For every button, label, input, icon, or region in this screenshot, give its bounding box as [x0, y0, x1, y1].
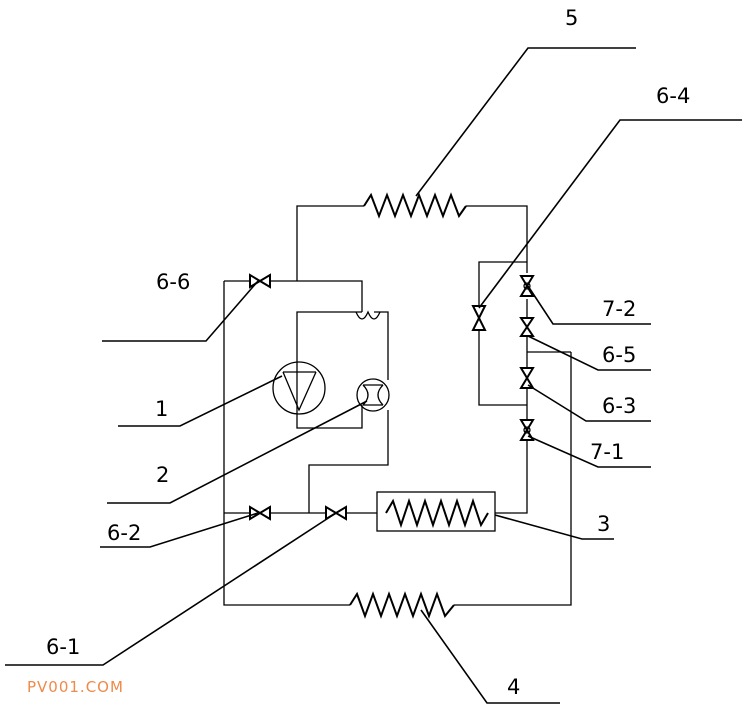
label-6-4: 6-4: [656, 84, 690, 108]
pipe-top: [296, 205, 528, 281]
leader-7-1: [527, 435, 651, 468]
check-valve-7-2-body: [519, 275, 535, 297]
leader-3: [494, 514, 614, 540]
four-way-valve-top: [374, 311, 389, 380]
valve-6-3: [519, 367, 535, 389]
label-6-3: 6-3: [602, 394, 636, 418]
label-4: 4: [507, 675, 520, 699]
valve-6-5: [519, 317, 535, 337]
label-1: 1: [155, 397, 168, 421]
heat-exchanger-3: [376, 491, 496, 532]
check-valve-7-1: [519, 419, 535, 441]
valve-6-6: [249, 273, 271, 289]
valve-6-4-body: [471, 305, 487, 331]
label-3: 3: [597, 512, 610, 536]
leader-7-2: [527, 285, 651, 325]
four-way-valve-bottom: [308, 410, 389, 513]
valve-6-5-body: [519, 317, 535, 337]
valve-6-1-body: [325, 505, 347, 521]
leader-5: [415, 47, 636, 197]
compressor-symbol: [282, 371, 317, 412]
label-7-1: 7-1: [590, 440, 624, 464]
valve-6-3-body: [519, 367, 535, 389]
coil-4: [349, 591, 455, 619]
pipe-mid: [224, 440, 528, 514]
bypass-loop: [478, 261, 527, 406]
pipe-left-outer: [223, 281, 572, 606]
four-way-valve-2: [356, 378, 390, 412]
check-valve-7-1-body: [519, 419, 535, 441]
valve-6-1: [325, 505, 347, 521]
compressor-circle: [272, 361, 326, 415]
leader-6-1: [5, 512, 337, 666]
valve-6-6-body: [249, 273, 271, 289]
compressor-1: [272, 361, 326, 415]
check-valve-7-2-ball: [523, 282, 531, 290]
coil-5-zigzag: [363, 192, 467, 219]
leader-6-5: [527, 335, 651, 371]
valve-6-2: [249, 505, 271, 521]
valve-6-4: [471, 305, 487, 331]
compressor-enclosure: [296, 311, 363, 429]
leader-6-2: [100, 512, 259, 548]
label-6-1: 6-1: [46, 635, 80, 659]
leader-6-6: [102, 280, 259, 342]
label-2: 2: [156, 463, 169, 487]
leader-2: [107, 400, 368, 504]
coil-4-zigzag: [349, 591, 455, 619]
label-6-2: 6-2: [107, 521, 141, 545]
leader-6-4: [478, 119, 742, 309]
label-6-6: 6-6: [156, 270, 190, 294]
labels: 5 6-4 6-6 7-2 6-5 6-3 7-1 1 2 6-2 3 6-1 …: [46, 6, 690, 699]
four-way-valve-inner: [362, 384, 384, 406]
label-5: 5: [565, 6, 578, 30]
coil-5: [363, 192, 467, 219]
leader-lines: [5, 47, 742, 704]
leader-4: [420, 609, 560, 704]
label-6-5: 6-5: [602, 343, 636, 367]
four-way-valve-circle: [356, 378, 390, 412]
leader-1: [118, 375, 283, 427]
pipe-crossover: [355, 310, 381, 320]
pipe-6-6: [224, 280, 363, 312]
heat-exchanger-3-box: [376, 491, 496, 532]
watermark-text: PV001.COM: [27, 678, 124, 696]
label-7-2: 7-2: [602, 297, 636, 321]
check-valve-7-1-ball: [523, 426, 531, 434]
check-valve-7-2: [519, 275, 535, 297]
piping: [223, 205, 572, 606]
valve-6-2-body: [249, 505, 271, 521]
leader-6-3: [527, 384, 651, 422]
heat-exchanger-3-zigzag: [385, 497, 489, 529]
